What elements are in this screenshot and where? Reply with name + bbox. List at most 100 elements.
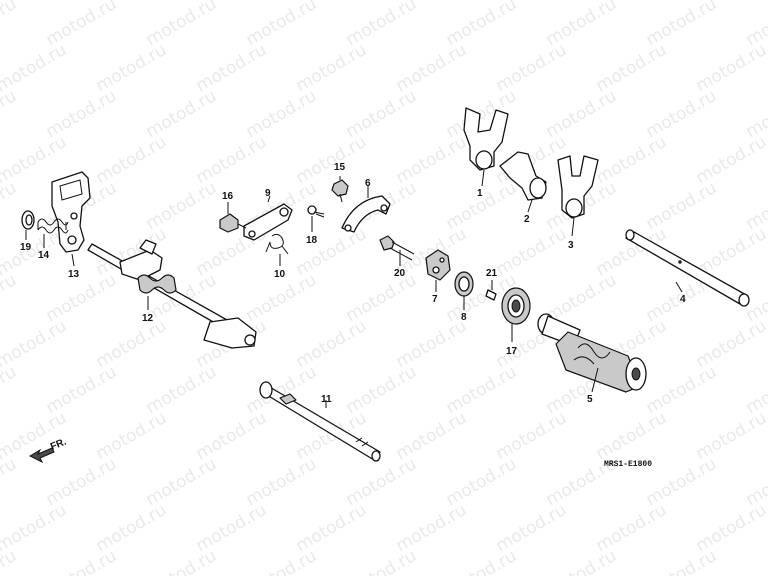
part-16-bolt[interactable]: [219, 213, 247, 233]
callout-5[interactable]: 5: [587, 394, 593, 405]
watermark-text: motod.ru: [143, 178, 221, 234]
part-6-guide-plate[interactable]: [341, 195, 391, 233]
callout-1[interactable]: 1: [477, 188, 483, 199]
watermark-text: motod.ru: [543, 86, 621, 142]
watermark-text: motod.ru: [493, 224, 571, 280]
watermark-text: motod.ru: [0, 454, 20, 510]
part-4-fork-shaft[interactable]: [625, 229, 750, 307]
callout-20[interactable]: 20: [394, 268, 406, 279]
callout-16[interactable]: 16: [222, 191, 234, 202]
part-2-shift-fork[interactable]: [499, 151, 547, 201]
callout-14[interactable]: 14: [38, 250, 50, 261]
watermark-text: motod.ru: [343, 86, 421, 142]
watermark-text: motod.ru: [693, 316, 768, 372]
callout-12[interactable]: 12: [142, 313, 154, 324]
watermark-text: motod.ru: [493, 40, 571, 96]
watermark-text: motod.ru: [293, 500, 371, 556]
watermark-text: motod.ru: [293, 132, 371, 188]
watermark-text: motod.ru: [43, 454, 121, 510]
part-11-shift-shaft[interactable]: [259, 381, 381, 462]
part-17-ball-bearing[interactable]: [501, 287, 531, 325]
callout-15[interactable]: 15: [334, 162, 346, 173]
watermark-text: motod.ru: [643, 454, 721, 510]
callout-9[interactable]: 9: [265, 188, 271, 199]
callout-18[interactable]: 18: [306, 235, 318, 246]
callout-8[interactable]: 8: [461, 312, 467, 323]
watermark-text: motod.ru: [593, 500, 671, 556]
callout-2[interactable]: 2: [524, 214, 530, 225]
part-7-drum-center[interactable]: [425, 249, 451, 281]
watermark-text: motod.ru: [643, 362, 721, 418]
watermark-text: motod.ru: [0, 86, 20, 142]
watermark-text: motod.ru: [493, 408, 571, 464]
watermark-text: motod.ru: [43, 86, 121, 142]
diagram-code: MRS1-E1800: [604, 460, 652, 469]
watermark-text: motod.ru: [43, 270, 121, 326]
watermark-text: motod.ru: [343, 546, 421, 576]
callout-21[interactable]: 21: [486, 268, 498, 279]
callout-10[interactable]: 10: [274, 269, 286, 280]
arrow-left-icon: [28, 447, 55, 464]
watermark-text: motod.ru: [243, 546, 321, 576]
callout-6[interactable]: 6: [365, 178, 371, 189]
watermark-text: motod.ru: [593, 408, 671, 464]
watermark-text: motod.ru: [593, 132, 671, 188]
watermark-text: motod.ru: [343, 454, 421, 510]
watermark-text: motod.ru: [393, 316, 471, 372]
watermark-text: motod.ru: [0, 362, 20, 418]
watermark-text: motod.ru: [293, 316, 371, 372]
callout-19[interactable]: 19: [20, 242, 32, 253]
watermark-text: motod.ru: [693, 132, 768, 188]
part-12-gearshift-spindle[interactable]: [87, 239, 257, 349]
watermark-text: motod.ru: [293, 40, 371, 96]
watermark-text: motod.ru: [193, 500, 271, 556]
part-13-stopper-plate[interactable]: [51, 171, 91, 253]
callout-7[interactable]: 7: [432, 294, 438, 305]
watermark-text: motod.ru: [143, 362, 221, 418]
watermark-text: motod.ru: [93, 408, 171, 464]
watermark-text: motod.ru: [93, 500, 171, 556]
part-5-shift-drum[interactable]: [537, 313, 647, 393]
part-3-shift-fork[interactable]: [557, 155, 599, 219]
watermark-text: motod.ru: [493, 500, 571, 556]
part-21-dowel-pin[interactable]: [485, 289, 497, 301]
watermark-text: motod.ru: [443, 178, 521, 234]
watermark-text: motod.ru: [243, 454, 321, 510]
callout-17[interactable]: 17: [506, 346, 518, 357]
watermark-text: motod.ru: [593, 40, 671, 96]
watermark-text: motod.ru: [443, 454, 521, 510]
watermark-text: motod.ru: [193, 132, 271, 188]
part-9-stopper-arm[interactable]: [243, 203, 293, 241]
callout-13[interactable]: 13: [68, 269, 80, 280]
leader-lines: [25, 169, 683, 408]
part-19-washer[interactable]: [21, 210, 35, 230]
callout-3[interactable]: 3: [568, 240, 574, 251]
watermark-text: motod.ru: [643, 86, 721, 142]
watermark-text: motod.ru: [43, 362, 121, 418]
watermark-text: motod.ru: [193, 408, 271, 464]
watermark-text: motod.ru: [243, 86, 321, 142]
watermark-text: motod.ru: [0, 178, 20, 234]
watermark-text: motod.ru: [0, 546, 20, 576]
watermark-text: motod.ru: [143, 86, 221, 142]
part-20-bolt[interactable]: [379, 235, 415, 261]
callout-4[interactable]: 4: [680, 294, 686, 305]
watermark-text: motod.ru: [643, 546, 721, 576]
part-1-shift-fork[interactable]: [463, 107, 509, 171]
part-18-pin-bolt[interactable]: [307, 205, 325, 218]
watermark-text: motod.ru: [343, 362, 421, 418]
watermark-text: motod.ru: [693, 500, 768, 556]
watermark-text: motod.ru: [393, 408, 471, 464]
part-10-return-spring[interactable]: [265, 233, 289, 255]
callout-11[interactable]: 11: [321, 394, 332, 405]
watermark-text: motod.ru: [643, 178, 721, 234]
watermark-text: motod.ru: [143, 454, 221, 510]
watermark-text: motod.ru: [93, 132, 171, 188]
watermark-text: motod.ru: [143, 546, 221, 576]
part-15-bolt[interactable]: [331, 179, 349, 203]
part-8-bearing[interactable]: [454, 271, 474, 297]
part-14-spring[interactable]: [37, 218, 69, 234]
watermark-text: motod.ru: [693, 408, 768, 464]
